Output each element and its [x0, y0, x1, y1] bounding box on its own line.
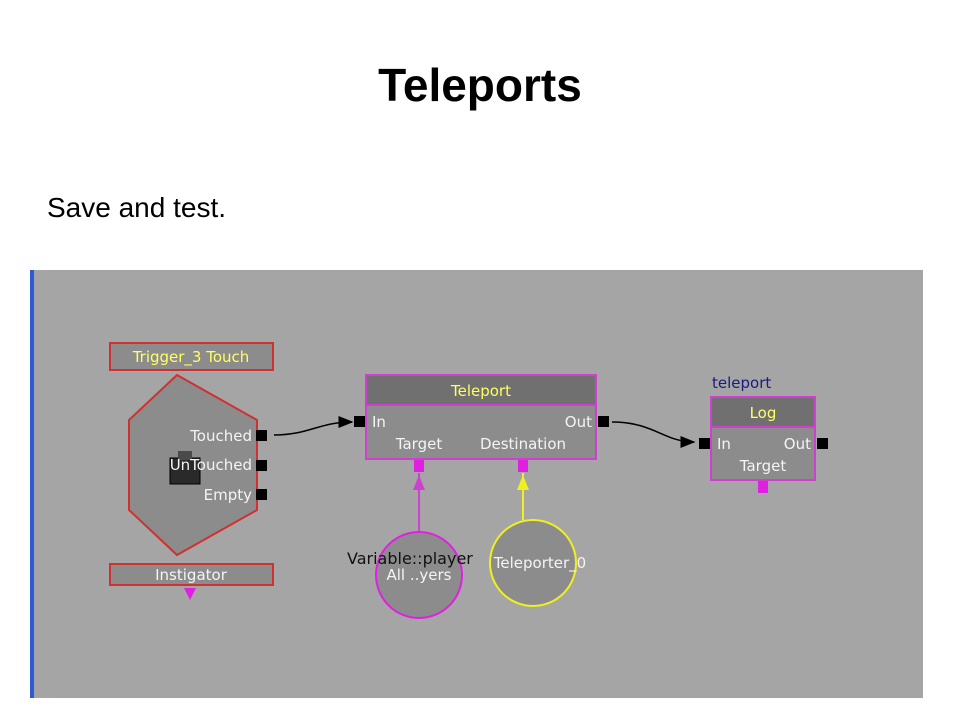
event-output-touched: Touched — [189, 427, 252, 445]
arrow-destination-head — [517, 475, 529, 490]
teleport-var-destination: Destination — [480, 435, 566, 453]
players-variable-label: All ..yers — [387, 566, 452, 584]
log-comment: teleport — [712, 374, 771, 392]
action-node-log[interactable]: teleport Log In Out Target — [699, 374, 828, 493]
action-node-teleport[interactable]: Teleport In Out Target Destination — [354, 374, 609, 472]
wire-touched-to-teleport — [273, 416, 354, 436]
teleport-target-connector[interactable] — [414, 460, 424, 472]
output-connector-touched[interactable] — [256, 430, 267, 441]
body-text: Save and test. — [47, 192, 227, 223]
teleport-output-out: Out — [565, 413, 592, 431]
event-output-empty: Empty — [204, 486, 252, 504]
teleport-input-in: In — [372, 413, 386, 431]
log-output-out: Out — [784, 435, 811, 453]
instigator-connector[interactable] — [184, 588, 196, 600]
variable-teleporter[interactable]: Teleporter_0 — [489, 519, 586, 607]
event-node-trigger-touch[interactable]: Trigger_3 Touch Touched UnTouched Empty … — [109, 342, 274, 600]
teleport-out-connector[interactable] — [598, 416, 609, 427]
log-out-connector[interactable] — [817, 438, 828, 449]
log-var-target: Target — [739, 457, 787, 475]
teleport-destination-connector[interactable] — [518, 460, 528, 472]
teleport-var-target: Target — [395, 435, 443, 453]
teleporter-variable-label: Teleporter_0 — [493, 554, 586, 573]
event-variable-instigator: Instigator — [155, 566, 228, 584]
event-title: Trigger_3 Touch — [132, 348, 250, 367]
output-connector-empty[interactable] — [256, 489, 267, 500]
page-title: Teleports — [378, 59, 582, 111]
variable-tooltip: Variable::player — [347, 549, 473, 568]
variable-all-players[interactable]: All ..yers — [375, 531, 463, 619]
wire-teleport-to-log — [611, 421, 696, 448]
log-title: Log — [750, 404, 777, 422]
arrow-target-head — [413, 475, 425, 490]
kismet-editor-canvas[interactable]: Trigger_3 Touch Touched UnTouched Empty … — [30, 270, 923, 698]
event-output-untouched: UnTouched — [170, 456, 252, 474]
teleport-title: Teleport — [450, 382, 511, 400]
trigger-icon-handle — [178, 451, 192, 460]
log-in-connector[interactable] — [699, 438, 710, 449]
output-connector-untouched[interactable] — [256, 460, 267, 471]
log-target-connector[interactable] — [758, 481, 768, 493]
teleport-in-connector[interactable] — [354, 416, 365, 427]
log-input-in: In — [717, 435, 731, 453]
